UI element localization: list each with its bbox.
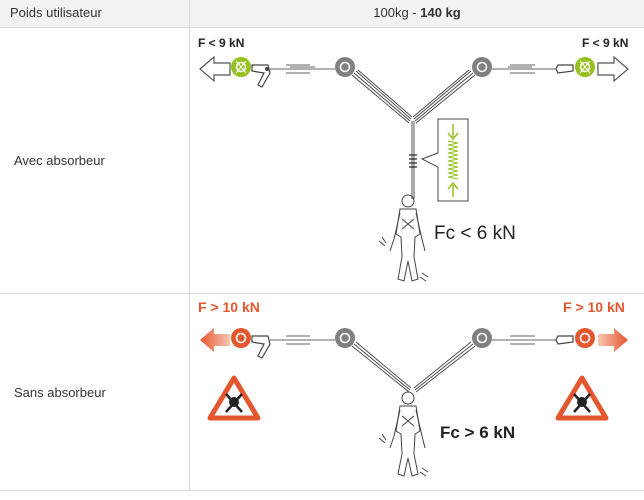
diagram-with-absorber: F < 9 kN F < 9 kN [198, 36, 629, 282]
table-header [0, 0, 644, 28]
force-left-label: F > 10 kN [198, 299, 260, 315]
anchor-left-orange-icon [231, 328, 251, 348]
worker-figure-icon [378, 391, 429, 477]
connector-left-icon [251, 335, 271, 359]
row-label-without-absorber: Sans absorbeur [14, 385, 106, 400]
arrow-right-orange-icon [598, 328, 628, 352]
y-lanyard [351, 341, 476, 393]
anchor-right-orange-icon [575, 328, 595, 348]
anchor-right-gray-icon [472, 328, 492, 348]
rope-right [492, 335, 556, 345]
force-left-label: F < 9 kN [198, 36, 244, 50]
diagram-without-absorber: F > 10 kN F > 10 kN [198, 299, 628, 477]
arrow-left-outline-icon [199, 55, 231, 83]
connector-left-icon [251, 64, 271, 88]
absorber-callout [420, 118, 469, 202]
anchor-left-gray-icon [335, 328, 355, 348]
header-user-weight-label: Poids utilisateur [10, 5, 102, 20]
absorber-stitching [409, 154, 417, 168]
row-divider [0, 293, 644, 294]
anchor-left-gray-icon [335, 57, 355, 77]
row-label-with-absorber: Avec absorbeur [14, 153, 105, 168]
weight-min: 100kg - [373, 5, 421, 20]
table-bottom-border [0, 490, 644, 491]
force-right-label: F < 9 kN [582, 36, 628, 50]
worker-figure-icon [378, 194, 429, 282]
fall-arrest-force-label: Fc > 6 kN [440, 423, 515, 442]
header-weight-range: 100kg - 140 kg [190, 5, 644, 20]
rope-left [270, 64, 335, 74]
arrow-left-orange-icon [200, 328, 230, 352]
y-lanyard [351, 69, 476, 199]
danger-warning-right-icon [555, 375, 609, 421]
anchor-left-green-icon [231, 57, 251, 77]
connector-right-icon [555, 335, 574, 345]
rope-left [270, 335, 335, 345]
column-divider [189, 0, 190, 490]
rope-right [492, 64, 556, 74]
weight-max: 140 kg [420, 5, 461, 20]
arrow-right-outline-icon [597, 55, 629, 83]
fall-arrest-force-label: Fc < 6 kN [434, 223, 516, 244]
anchor-right-green-icon [575, 57, 595, 77]
force-right-label: F > 10 kN [563, 299, 625, 315]
danger-warning-left-icon [207, 375, 261, 421]
anchor-right-gray-icon [472, 57, 492, 77]
connector-right-icon [555, 64, 574, 74]
